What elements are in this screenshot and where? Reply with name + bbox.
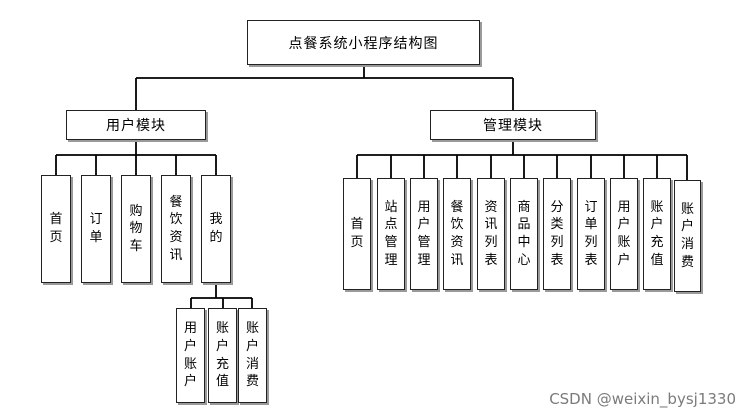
root-label: 点餐系统小程序结构图 xyxy=(288,35,439,52)
user-node-cart-label: 购物车 xyxy=(129,203,143,254)
branch-admin-module-label: 管理模块 xyxy=(483,118,543,134)
user-node-news-label: 餐饮资讯 xyxy=(169,194,183,263)
admin-node-user-account: 用户账户 xyxy=(610,178,638,290)
admin-node-category-list: 分类列表 xyxy=(543,178,571,290)
admin-node-product-center-label: 商品中心 xyxy=(517,199,531,268)
admin-node-recharge: 账户充值 xyxy=(643,178,671,290)
admin-node-order-list: 订单列表 xyxy=(577,178,605,290)
admin-node-news: 餐饮资讯 xyxy=(443,178,471,290)
user-node-orders-label: 订单 xyxy=(89,212,103,245)
admin-node-category-list-label: 分类列表 xyxy=(550,199,564,268)
branch-user-module-label: 用户模块 xyxy=(106,118,166,134)
admin-node-news-list: 资讯列表 xyxy=(477,178,505,290)
admin-node-site-mgmt-label: 站点管理 xyxy=(384,199,398,268)
mine-node-user-account: 用户账户 xyxy=(176,308,205,403)
admin-node-home-label: 首页 xyxy=(350,217,364,250)
root-node: 点餐系统小程序结构图 xyxy=(247,20,480,65)
admin-node-user-account-label: 用户账户 xyxy=(617,199,631,268)
admin-node-consumption: 账户消费 xyxy=(674,180,701,292)
admin-node-recharge-label: 账户充值 xyxy=(650,199,664,268)
branch-user-module: 用户模块 xyxy=(66,110,206,140)
admin-node-home: 首页 xyxy=(343,178,371,290)
mine-node-recharge-label: 账户充值 xyxy=(215,321,229,390)
mine-node-consumption: 账户消费 xyxy=(238,308,267,403)
branch-admin-module: 管理模块 xyxy=(430,110,596,140)
user-node-home: 首页 xyxy=(41,175,71,283)
user-node-orders: 订单 xyxy=(81,175,111,283)
admin-node-site-mgmt: 站点管理 xyxy=(377,178,405,290)
admin-node-news-label: 餐饮资讯 xyxy=(450,199,464,268)
watermark: CSDN @weixin_bysj1330 xyxy=(549,390,736,408)
user-node-news: 餐饮资讯 xyxy=(161,175,191,283)
user-node-mine-label: 我的 xyxy=(209,212,223,245)
mine-node-user-account-label: 用户账户 xyxy=(183,321,197,390)
mine-node-consumption-label: 账户消费 xyxy=(245,321,259,390)
admin-node-consumption-label: 账户消费 xyxy=(680,201,694,270)
admin-node-news-list-label: 资讯列表 xyxy=(484,199,498,268)
admin-node-product-center: 商品中心 xyxy=(510,178,538,290)
admin-node-order-list-label: 订单列表 xyxy=(584,199,598,268)
admin-node-user-mgmt-label: 用户管理 xyxy=(417,199,431,268)
admin-node-user-mgmt: 用户管理 xyxy=(410,178,438,290)
user-node-cart: 购物车 xyxy=(121,175,151,283)
mine-node-recharge: 账户充值 xyxy=(208,308,237,403)
user-node-mine: 我的 xyxy=(201,175,231,283)
user-node-home-label: 首页 xyxy=(49,212,63,245)
